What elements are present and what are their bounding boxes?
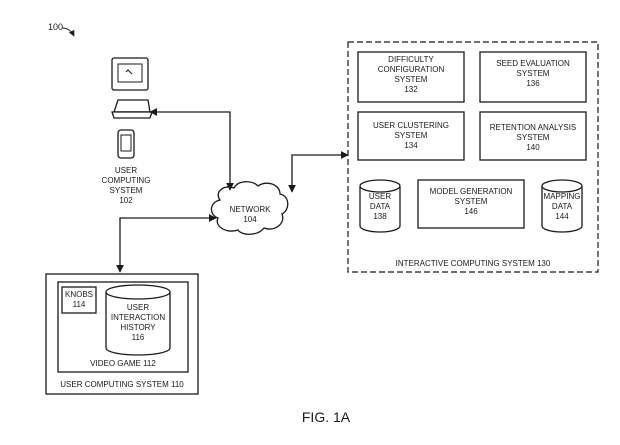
interactive-computing-system: INTERACTIVE COMPUTING SYSTEM 130 DIFFICU… <box>347 41 599 273</box>
svg-text:SYSTEM: SYSTEM <box>110 186 143 195</box>
connector-network-usersystem110 <box>116 214 217 273</box>
svg-text:USER CLUSTERING: USER CLUSTERING <box>373 121 449 130</box>
laptop-icon <box>111 99 153 119</box>
svg-text:116: 116 <box>132 333 145 342</box>
svg-text:MODEL GENERATION: MODEL GENERATION <box>430 187 513 196</box>
svg-text:USER: USER <box>115 166 137 175</box>
svg-text:132: 132 <box>404 85 418 94</box>
user-clustering-system: USER CLUSTERING SYSTEM 134 <box>357 111 465 161</box>
video-game-label: VIDEO GAME 112 <box>90 359 156 368</box>
svg-text:USER: USER <box>369 192 391 201</box>
svg-text:USER: USER <box>127 303 149 312</box>
svg-text:KNOBS: KNOBS <box>65 290 93 299</box>
figure-caption: FIG. 1A <box>302 409 351 425</box>
svg-text:134: 134 <box>404 141 418 150</box>
svg-text:RETENTION ANALYSIS: RETENTION ANALYSIS <box>490 123 577 132</box>
user-computing-system-110-label: USER COMPUTING SYSTEM 110 <box>60 380 184 389</box>
svg-text:146: 146 <box>464 207 478 216</box>
retention-analysis-system: RETENTION ANALYSIS SYSTEM 140 <box>479 111 587 161</box>
user-data-store: USER DATA 138 <box>359 179 401 233</box>
svg-text:DATA: DATA <box>370 202 391 211</box>
monitor-icon <box>111 57 149 91</box>
svg-text:136: 136 <box>526 79 540 88</box>
svg-text:HISTORY: HISTORY <box>120 323 156 332</box>
connector-laptop-network <box>149 108 234 191</box>
user-computing-system-102-label: USER COMPUTING SYSTEM 102 <box>102 166 151 205</box>
mapping-data-store: MAPPING DATA 144 <box>541 179 583 233</box>
svg-text:DATA: DATA <box>552 202 573 211</box>
user-interaction-history-store: USER INTERACTION HISTORY 116 <box>105 284 171 356</box>
network-number: 104 <box>243 215 257 224</box>
svg-text:SYSTEM: SYSTEM <box>517 69 550 78</box>
figure-ref-arrow <box>61 27 75 37</box>
svg-text:COMPUTING: COMPUTING <box>102 176 151 185</box>
svg-text:INTERACTION: INTERACTION <box>111 313 165 322</box>
video-game-112: VIDEO GAME 112 KNOBS 114 USER INTERACTIO… <box>57 281 189 373</box>
svg-text:SYSTEM: SYSTEM <box>395 131 428 140</box>
figure-ref-label: 100 <box>48 22 63 32</box>
svg-text:144: 144 <box>555 212 569 221</box>
svg-text:102: 102 <box>119 196 133 205</box>
svg-text:MAPPING: MAPPING <box>544 192 581 201</box>
difficulty-configuration-system: DIFFICULTY CONFIGURATION SYSTEM 132 <box>357 51 465 103</box>
network-label: NETWORK <box>230 205 272 214</box>
svg-text:CONFIGURATION: CONFIGURATION <box>378 65 445 74</box>
interactive-computing-system-label: INTERACTIVE COMPUTING SYSTEM 130 <box>396 259 551 268</box>
svg-text:138: 138 <box>373 212 387 221</box>
svg-text:SEED EVALUATION: SEED EVALUATION <box>496 59 570 68</box>
connector-network-interactive <box>288 151 349 193</box>
svg-text:SYSTEM: SYSTEM <box>395 75 428 84</box>
network-cloud: NETWORK 104 <box>210 181 289 235</box>
svg-text:140: 140 <box>526 143 540 152</box>
phone-icon <box>117 129 135 159</box>
svg-text:SYSTEM: SYSTEM <box>455 197 488 206</box>
model-generation-system: MODEL GENERATION SYSTEM 146 <box>417 179 525 229</box>
svg-text:114: 114 <box>73 300 86 309</box>
svg-text:DIFFICULTY: DIFFICULTY <box>388 55 434 64</box>
user-computing-system-110: USER COMPUTING SYSTEM 110 VIDEO GAME 112… <box>45 273 199 395</box>
svg-text:SYSTEM: SYSTEM <box>517 133 550 142</box>
seed-evaluation-system: SEED EVALUATION SYSTEM 136 <box>479 51 587 103</box>
knobs-114: KNOBS 114 <box>61 286 97 314</box>
